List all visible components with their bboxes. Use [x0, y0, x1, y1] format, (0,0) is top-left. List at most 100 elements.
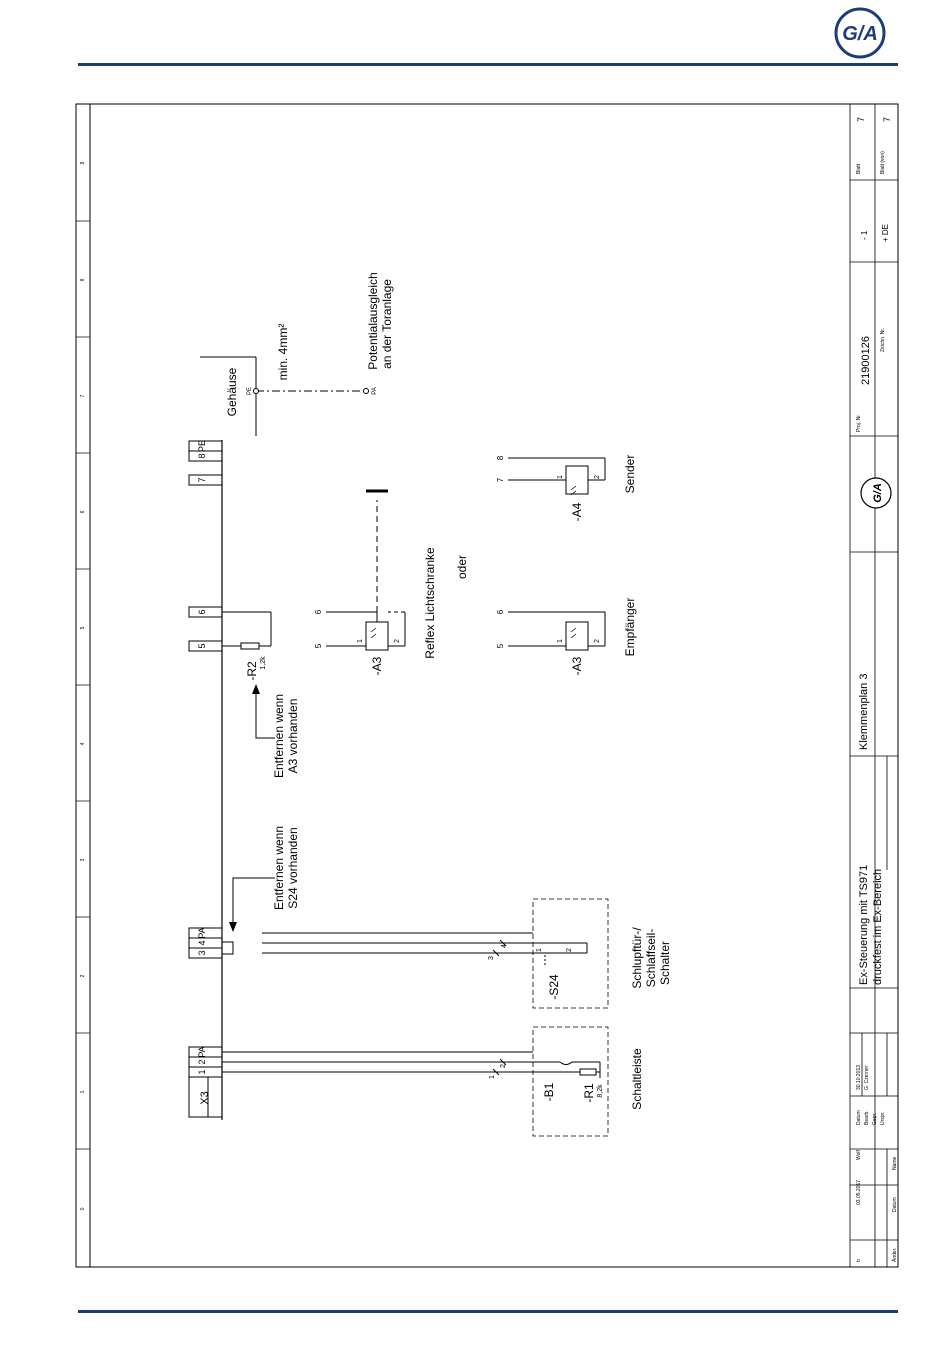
reflex-wire-6: 6: [314, 609, 323, 614]
b1-pin-1: 1: [489, 1075, 496, 1079]
terminal-strip-x3: [188, 440, 223, 1120]
b1-pin-2: 2: [500, 1064, 507, 1068]
column-ticks: [76, 220, 90, 1150]
col-num-8: 8: [80, 278, 86, 281]
r1-label: -R1: [582, 1083, 596, 1103]
terminal-5: 5: [197, 643, 207, 648]
terminal-1: 1: [197, 1069, 207, 1074]
drawing-title-line1: Ex-Steuerung mit TS971: [858, 865, 870, 985]
sender-pin-1: 1: [557, 475, 564, 479]
remove-s24-arrow: [221, 877, 275, 955]
rev-letter: b: [856, 1259, 862, 1262]
rev-name: Wolf: [856, 1149, 862, 1160]
s24-label: -S24: [547, 974, 561, 1000]
receiver-pin-1: 1: [557, 639, 564, 643]
title-block-logo: G/A: [872, 483, 884, 503]
drawing-title-line2: druckfest im Ex-Bereich: [872, 869, 884, 985]
terminal-block-label: X3: [199, 1091, 211, 1104]
proj-label: Proj. Nr.: [856, 414, 862, 432]
terminal-pe: PE: [197, 440, 207, 452]
schlupf-line2: Schlaffseil-: [644, 929, 658, 987]
sub-minus-1: - 1: [860, 230, 869, 240]
zeichn-label: Zeichn. Nr.: [880, 328, 886, 352]
terminal-3: 3: [197, 950, 207, 955]
terminal-4: 4: [197, 940, 207, 945]
aender-label: Änder.: [891, 1248, 898, 1262]
empfaenger-label: Empfänger: [623, 598, 637, 657]
company-logo: G/A: [834, 7, 886, 59]
sender-wire-7: 7: [496, 477, 505, 482]
col-num-6: 6: [80, 510, 86, 513]
s24-pin-3: 3: [488, 956, 495, 960]
sender-a4: [508, 457, 606, 495]
receiver-wire-6: 6: [496, 609, 505, 614]
receiver-a3-label: -A3: [570, 656, 584, 675]
r2-value: 1,2k: [260, 656, 267, 670]
col-num-1: 1: [80, 1090, 86, 1093]
b1-safety-edge: [222, 1026, 609, 1137]
sender-wire-8: 8: [496, 455, 505, 460]
col-num-4: 4: [80, 742, 86, 745]
ground-wiring: [200, 356, 369, 436]
terminal-7: 7: [197, 477, 207, 482]
sheet-title: Klemmenplan 3: [858, 674, 870, 750]
receiver-pin-2: 2: [594, 639, 601, 643]
entfernen-s24-line1: Entfernen wenn: [272, 826, 286, 910]
s24-switch: [262, 898, 609, 1009]
col-num-0: 0: [80, 1207, 86, 1210]
oder-label: oder: [455, 555, 469, 579]
urspr-label: Urspr.: [880, 1112, 886, 1125]
header-rule: [78, 63, 898, 66]
potentialausgleich-line1: Potentialausgleich: [366, 272, 380, 369]
col-num-2: 2: [80, 974, 86, 977]
reflex-a3-label: -A3: [370, 656, 384, 675]
reflex-label: Reflex Lichtschranke: [423, 547, 437, 659]
blatt-von-value: 7: [882, 117, 892, 122]
terminal-pa-1: PA: [197, 1046, 207, 1057]
rev-date: 03.05.2017: [856, 1180, 862, 1205]
potentialausgleich-line2: an der Toranlage: [380, 279, 394, 369]
reflex-pin-1: 1: [357, 639, 364, 643]
sender-a4-label: -A4: [570, 502, 584, 521]
proj-number: 21900126: [860, 336, 872, 385]
min-4mm-label: min. 4mm²: [276, 324, 290, 381]
footer-rule: [78, 1310, 898, 1313]
terminal-pa-2: PA: [197, 927, 207, 938]
schaltleiste-label: Schaltleiste: [630, 1048, 644, 1110]
sender-pin-2: 2: [594, 475, 601, 479]
r1-value: 8,2k: [597, 1084, 604, 1098]
column-numbers: 0 1 2 3 4 5 6 7 8 9: [80, 161, 86, 1210]
col-num-7: 7: [80, 394, 86, 397]
sender-label: Sender: [623, 455, 637, 494]
blatt-von-label: Blatt (von): [880, 151, 886, 174]
reflex-pin-2: 2: [394, 639, 401, 643]
logo-text: G/A: [842, 23, 878, 45]
blatt-label: Blatt: [856, 163, 862, 174]
schlupf-line1: Schlupftür-/: [630, 927, 644, 989]
s24-pin-2: 2: [566, 948, 573, 952]
entfernen-a3-line1: Entfernen wenn: [272, 694, 286, 778]
name-col-label: Name: [892, 1156, 898, 1170]
col-num-9: 9: [80, 161, 86, 164]
col-num-3: 3: [80, 858, 86, 861]
s24-pin-4: 4: [501, 944, 508, 948]
datum-value: 30.10.2013: [856, 1065, 862, 1090]
title-block: [849, 104, 898, 1267]
reflex-wire-5: 5: [314, 643, 323, 648]
schlupf-line3: Schalter: [658, 941, 672, 985]
remove-a3-arrow: [255, 690, 275, 739]
bearb-label: Bearb.: [864, 1110, 870, 1125]
receiver-a3: [508, 611, 606, 651]
terminal-6: 6: [197, 609, 207, 614]
sub-plus-de: + DE: [881, 224, 890, 242]
terminal-8: 8: [197, 453, 207, 458]
entfernen-s24-line2: S24 vorhanden: [286, 827, 300, 908]
receiver-wire-5: 5: [496, 643, 505, 648]
col-num-5: 5: [80, 626, 86, 629]
entfernen-a3-line2: A3 vorhanden: [286, 699, 300, 774]
sheet-border: [75, 103, 899, 1268]
bearb-value: G. Czerner: [864, 1065, 870, 1090]
reflex-a3: [326, 489, 406, 651]
blatt-value: 7: [856, 117, 866, 122]
